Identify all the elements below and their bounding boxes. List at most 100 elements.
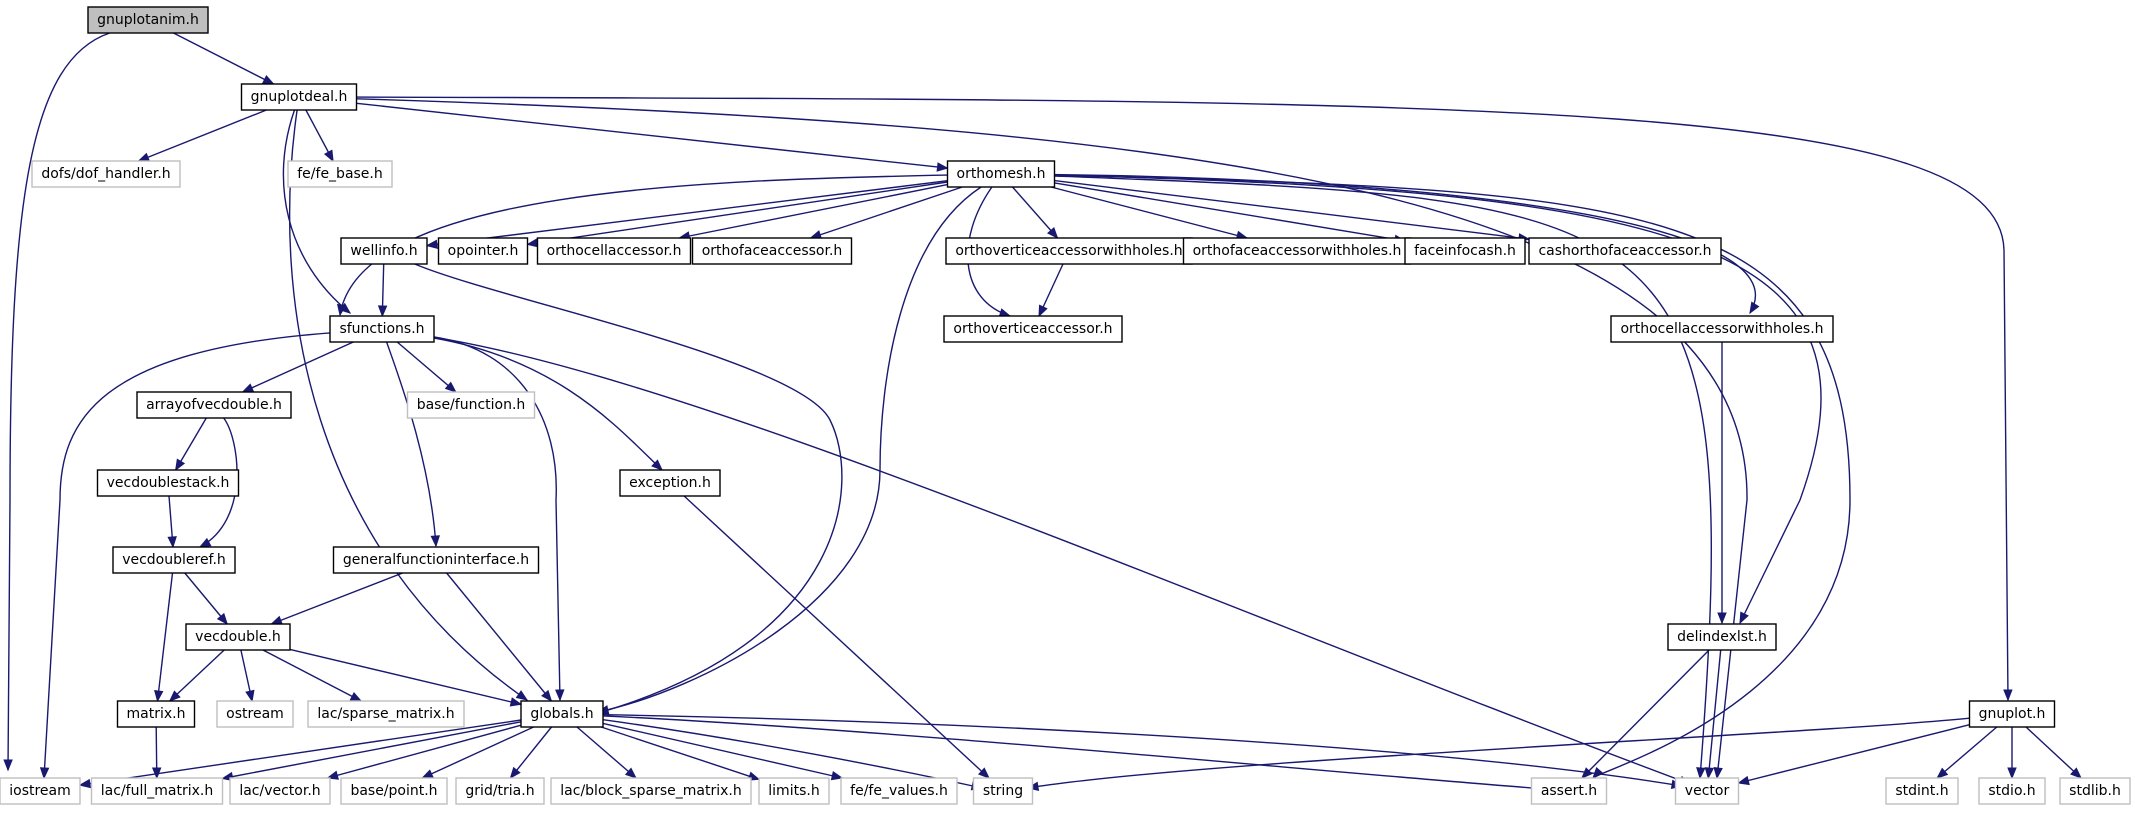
node-label: arrayofvecdouble.h <box>146 397 282 413</box>
node-label: stdlib.h <box>2069 783 2121 799</box>
arrowhead <box>444 381 457 393</box>
edge-globals-to-iostream <box>78 719 522 789</box>
node-arrayofvecdouble[interactable]: arrayofvecdouble.h <box>136 391 292 419</box>
edge-exception-to-string <box>683 495 990 779</box>
arrowhead <box>2070 767 2082 779</box>
edge-sfunctions-to-base_function <box>396 341 457 393</box>
node-faceinfocash[interactable]: faceinfocash.h <box>1404 237 1526 265</box>
node-box <box>406 391 536 419</box>
edge-gnuplotdeal-to-vector <box>356 98 1748 780</box>
node-label: delindexlst.h <box>1677 629 1767 645</box>
node-box <box>96 469 240 497</box>
node-label: opointer.h <box>448 243 519 259</box>
edge-globals-to-lac_full_matrix <box>221 721 522 782</box>
node-opointer[interactable]: opointer.h <box>437 237 529 265</box>
node-string: string <box>972 777 1034 805</box>
edge-vecdoubleref-to-matrix <box>154 572 174 703</box>
edge-globals-to-grid_tria <box>509 726 553 780</box>
edge-sfunctions-to-iostream <box>39 332 331 780</box>
edge-gnuplotdeal-to-gnuplot <box>356 96 2013 702</box>
nodes-layer: gnuplotanim.hgnuplotdeal.hdofs/dof_handl… <box>0 6 2131 805</box>
arrowhead <box>1713 767 1723 780</box>
arrowhead <box>216 612 229 626</box>
node-label: lac/vector.h <box>239 783 320 799</box>
node-matrix[interactable]: matrix.h <box>116 700 196 728</box>
node-generalfunctioninterface[interactable]: generalfunctioninterface.h <box>332 546 540 574</box>
node-orthoverticeaccessor[interactable]: orthoverticeaccessor.h <box>943 315 1123 343</box>
node-box <box>329 315 435 343</box>
arrowhead <box>978 767 990 779</box>
node-label: string <box>983 783 1023 799</box>
arrowhead <box>168 690 181 702</box>
node-box <box>31 160 181 188</box>
node-label: vecdoubleref.h <box>122 552 226 568</box>
node-orthofaceaccessor[interactable]: orthofaceaccessor.h <box>691 237 853 265</box>
node-label: globals.h <box>530 706 593 722</box>
edge-orthomesh-to-wellinfo <box>425 180 948 250</box>
arrowhead <box>261 75 275 85</box>
node-grid_tria: grid/tria.h <box>455 777 545 805</box>
node-gnuplotdeal[interactable]: gnuplotdeal.h <box>240 83 358 111</box>
arrowhead <box>651 459 663 471</box>
node-stdio: stdio.h <box>1978 777 2046 805</box>
node-label: stdio.h <box>1988 783 2035 799</box>
node-iostream: iostream <box>0 777 81 805</box>
node-box <box>550 777 752 805</box>
node-fe_values: fe/fe_values.h <box>840 777 958 805</box>
edge-gnuplot-to-stdio <box>2007 727 2017 780</box>
arrowhead <box>1936 767 1949 779</box>
arrowhead <box>1047 226 1059 240</box>
node-orthocellaccessor[interactable]: orthocellaccessor.h <box>536 237 692 265</box>
node-cashorthofaceaccessor[interactable]: cashorthofaceaccessor.h <box>1528 237 1722 265</box>
node-box <box>455 777 545 805</box>
arrowhead <box>509 766 521 780</box>
node-label: generalfunctioninterface.h <box>343 552 529 568</box>
node-box <box>87 6 209 34</box>
node-box <box>340 237 428 265</box>
node-globals[interactable]: globals.h <box>520 700 604 728</box>
node-gnuplot[interactable]: gnuplot.h <box>1968 700 2056 728</box>
node-vecdoublestack[interactable]: vecdoublestack.h <box>96 469 240 497</box>
edge-sfunctions-to-arrayofvecdouble <box>241 341 354 393</box>
node-orthocellaccessorwithholes[interactable]: orthocellaccessorwithholes.h <box>1610 315 1834 343</box>
node-box <box>1528 237 1722 265</box>
node-label: lac/sparse_matrix.h <box>317 706 454 722</box>
node-base_function: base/function.h <box>406 391 536 419</box>
edge-gnuplotdeal-to-fe_base <box>305 109 334 163</box>
node-box <box>619 469 721 497</box>
node-vecdoubleref[interactable]: vecdoubleref.h <box>112 546 236 574</box>
node-label: lac/block_sparse_matrix.h <box>560 783 741 799</box>
edge-gnuplot-to-stdlib <box>2025 726 2082 779</box>
node-vecdouble[interactable]: vecdouble.h <box>185 623 291 651</box>
node-label: base/point.h <box>350 783 437 799</box>
node-label: fe/fe_base.h <box>297 166 383 182</box>
arrowhead <box>541 689 553 703</box>
arrowhead <box>1038 304 1048 318</box>
node-sfunctions[interactable]: sfunctions.h <box>329 315 435 343</box>
edge-globals-to-lac_block_sparse_matrix <box>576 726 637 779</box>
arrowhead <box>198 537 212 548</box>
node-box <box>2059 777 2131 805</box>
node-box <box>116 700 196 728</box>
edge-sfunctions-to-generalfunctioninterface <box>385 341 440 548</box>
node-box <box>112 546 236 574</box>
node-gnuplotanim[interactable]: gnuplotanim.h <box>87 6 209 34</box>
node-exception[interactable]: exception.h <box>619 469 721 497</box>
node-box <box>332 546 540 574</box>
node-label: orthomesh.h <box>957 166 1046 182</box>
node-orthofaceaccessorwithholes[interactable]: orthofaceaccessorwithholes.h <box>1182 237 1412 265</box>
node-box <box>758 777 830 805</box>
node-vector: vector <box>1674 777 1740 805</box>
edge-delindexlst-to-assert <box>1580 649 1710 779</box>
arrowhead <box>1749 301 1760 315</box>
node-label: orthofaceaccessor.h <box>702 243 843 259</box>
node-box <box>1404 237 1526 265</box>
node-wellinfo[interactable]: wellinfo.h <box>340 237 428 265</box>
node-orthoverticeaccessorwithholes[interactable]: orthoverticeaccessorwithholes.h <box>945 237 1193 265</box>
node-delindexlst[interactable]: delindexlst.h <box>1667 623 1777 651</box>
edge-gnuplot-to-stdint <box>1936 726 1998 779</box>
node-assert: assert.h <box>1530 777 1608 805</box>
node-orthomesh[interactable]: orthomesh.h <box>946 160 1056 188</box>
node-label: sfunctions.h <box>339 321 424 337</box>
